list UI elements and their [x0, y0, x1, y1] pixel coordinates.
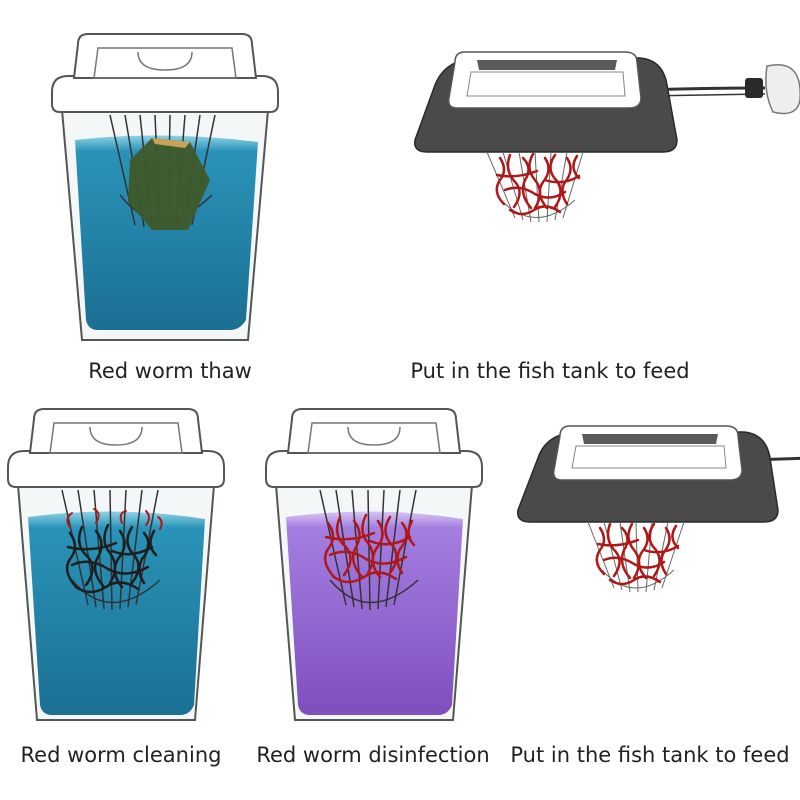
disinfection-liquid — [286, 511, 463, 715]
step-feed-illustration-bottom — [512, 418, 800, 618]
step-cleaning-illustration — [0, 405, 232, 727]
suction-cup — [765, 64, 800, 115]
step-disinfection-illustration — [258, 405, 490, 727]
red-worms — [495, 152, 581, 216]
feeder-with-suction-cup-icon — [414, 51, 800, 223]
thaw-cup-icon — [51, 33, 279, 341]
cleaning-cup-icon — [7, 408, 225, 721]
frozen-worm-block — [128, 138, 210, 230]
step-feed-illustration-top — [405, 40, 800, 240]
feeder-icon — [517, 425, 800, 593]
caption-feed-bottom: Put in the fish tank to feed — [510, 743, 790, 767]
caption-disinfection: Red worm disinfection — [256, 743, 490, 767]
thaw-liquid — [75, 135, 258, 330]
red-worms — [323, 513, 416, 584]
caption-thaw: Red worm thaw — [88, 359, 252, 383]
disinfection-cup-icon — [265, 408, 483, 721]
cleaning-liquid — [28, 511, 205, 715]
step-thaw-illustration — [40, 30, 290, 350]
red-worms — [595, 522, 680, 586]
caption-cleaning: Red worm cleaning — [20, 743, 222, 767]
dark-worms — [65, 523, 158, 594]
caption-feed-top: Put in the fish tank to feed — [410, 359, 690, 383]
